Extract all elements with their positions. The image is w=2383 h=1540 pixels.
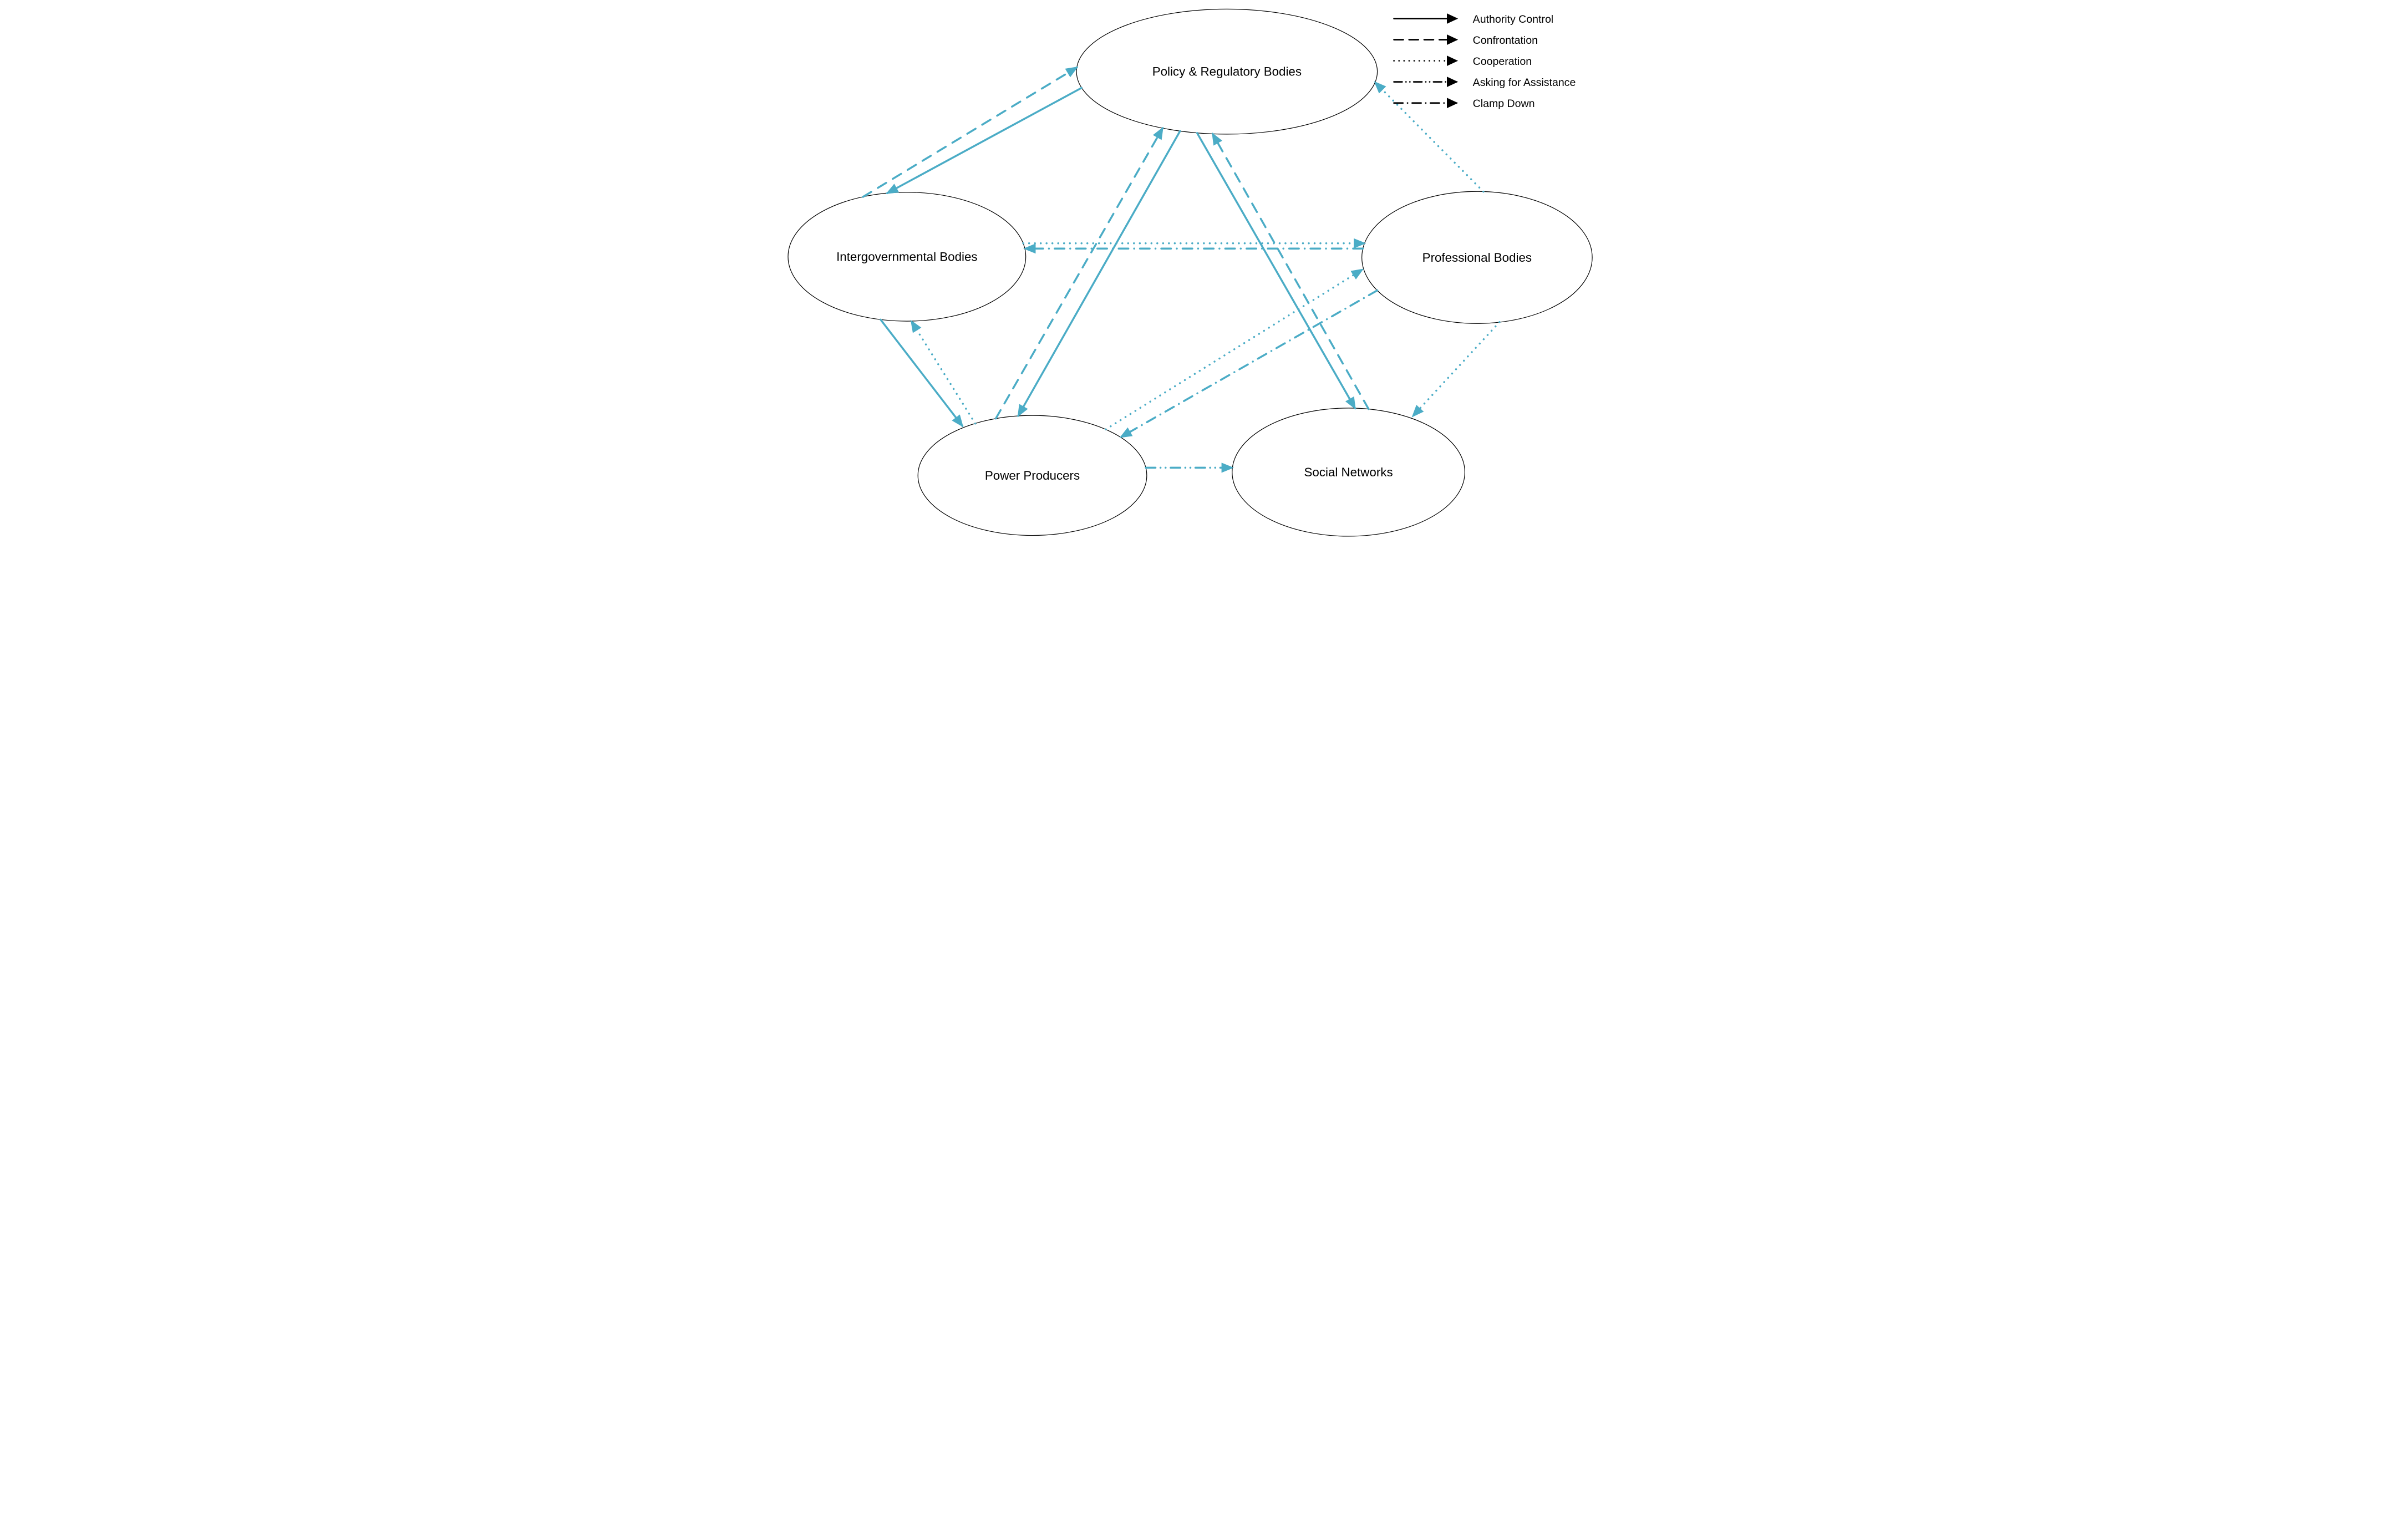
legend-label-4: Clamp Down [1472,98,1535,110]
node-power-producers [917,415,1147,536]
node-label-policy-regulatory-bodies: Policy & Regulatory Bodies [1152,65,1301,79]
edge-professional-bodies-to-policy-regulatory-bodies-cooperation [1373,81,1485,193]
node-intergovernmental-bodies [787,192,1026,322]
edge-power-producers-to-professional-bodies-cooperation [1104,268,1364,431]
legend-label-3: Asking for Assistance [1472,77,1576,89]
node-professional-bodies [1361,191,1593,324]
legend-label-2: Cooperation [1472,55,1531,68]
node-label-power-producers: Power Producers [984,469,1079,482]
edge-policy-regulatory-bodies-to-power-producers-authority-control [1017,130,1181,418]
node-label-intergovernmental-bodies: Intergovernmental Bodies [836,250,977,263]
edge-power-producers-to-policy-regulatory-bodies-confrontation [994,126,1163,420]
node-label-professional-bodies: Professional Bodies [1422,251,1531,265]
edge-policy-regulatory-bodies-to-social-networks-authority-control [1196,132,1356,410]
edge-professional-bodies-to-social-networks-cooperation [1411,321,1501,418]
legend-label-1: Confrontation [1472,34,1537,47]
relationship-diagram: Policy & Regulatory BodiesIntergovernmen… [787,8,1593,537]
node-label-social-networks: Social Networks [1304,465,1393,479]
edge-social-networks-to-policy-regulatory-bodies-confrontation [1211,132,1370,410]
edge-intergovernmental-bodies-to-power-producers-authority-control [879,318,963,428]
legend-label-0: Authority Control [1472,13,1553,26]
edge-policy-regulatory-bodies-to-intergovernmental-bodies-authority-control [885,87,1083,195]
edge-professional-bodies-to-power-producers-clamp-down [1119,289,1378,438]
edge-intergovernmental-bodies-to-policy-regulatory-bodies-confrontation [861,66,1078,198]
